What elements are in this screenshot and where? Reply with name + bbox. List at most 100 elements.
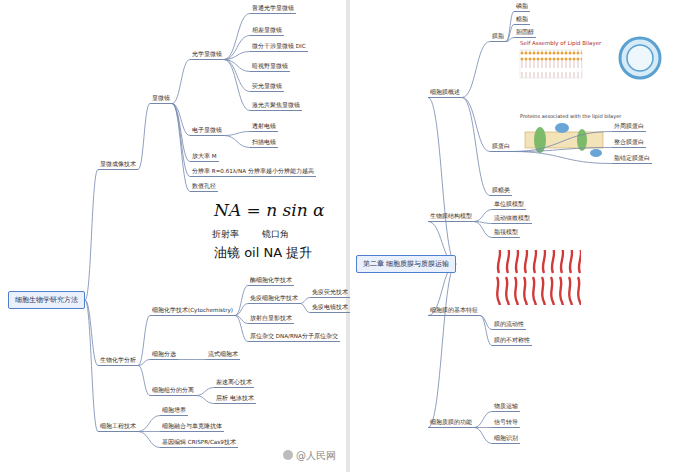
left-panel xyxy=(0,0,346,472)
topic-text: 显微成像技术 xyxy=(100,160,136,168)
membrane-protein-figure xyxy=(525,123,603,157)
topic-text: 放大率 M xyxy=(192,153,217,160)
topic-node: 层析 电泳技术 xyxy=(214,394,256,404)
topic-node: 细胞培养 xyxy=(160,406,188,416)
topic-node: 原位杂交 DNA/RNA分子原位杂交 xyxy=(248,332,340,342)
topic-node: 细胞质膜的功能 xyxy=(428,417,474,428)
branch-connector xyxy=(474,222,492,238)
topic-node: 信号转导 xyxy=(492,418,520,428)
topic-text: 第二章 细胞质膜与质膜运输 xyxy=(363,260,449,269)
topic-text: 物质运输 xyxy=(494,403,518,410)
topic-text: 整合膜蛋白 xyxy=(614,139,644,146)
topic-text: 相差显微镜 xyxy=(252,27,282,34)
topic-text: 原位杂交 DNA/RNA分子原位杂交 xyxy=(250,333,338,340)
branch-connector xyxy=(480,316,492,330)
topic-text: 膜糖类 xyxy=(492,187,510,194)
topic-text: 显微镜 xyxy=(152,95,170,102)
topic-text: 膜蛋白 xyxy=(492,143,510,150)
topic-text: 差速离心技术 xyxy=(216,379,252,386)
topic-node: 放射自显影技术 xyxy=(248,314,294,324)
liposome-figure xyxy=(620,38,660,78)
branch-connector xyxy=(138,316,150,366)
branch-connector xyxy=(85,300,98,366)
watermark: @人民网 xyxy=(296,449,336,463)
topic-node: 细胞组分的分离 xyxy=(150,386,196,396)
branch-connector xyxy=(428,98,456,265)
branch-connector xyxy=(196,396,214,404)
topic-text: 免疫电镜技术 xyxy=(312,304,348,311)
topic-text: 膜的不对称性 xyxy=(494,337,530,344)
branch-connector xyxy=(235,316,248,342)
handwritten-note: 镜口角 xyxy=(262,228,289,241)
topic-node: 暗视野显微镜 xyxy=(250,62,290,72)
topic-node: 光学显微镜 xyxy=(190,50,224,60)
branch-connector xyxy=(178,359,206,360)
topic-node: 膜的流动性 xyxy=(492,320,526,330)
branch-connector xyxy=(224,136,250,148)
lipid-bilayer-figure xyxy=(520,50,582,78)
topic-text: 细胞生物学研究方法 xyxy=(15,296,78,305)
topic-text: 细胞膜的基本特征 xyxy=(430,306,478,314)
topic-node: 荧光显微镜 xyxy=(250,82,284,92)
branch-connector xyxy=(474,412,492,428)
topic-text: 脂锚定膜蛋白 xyxy=(614,155,650,162)
right-panel xyxy=(350,0,690,472)
topic-node: 放大率 M xyxy=(190,152,219,162)
branch-connector xyxy=(300,304,310,313)
branch-connector xyxy=(224,60,250,111)
topic-node: 透射电镜 xyxy=(250,122,278,132)
branch-connector xyxy=(224,14,250,60)
branch-connector xyxy=(224,36,250,60)
topic-node: 微分干涉显微镜 DIC xyxy=(250,42,308,52)
topic-node: 电子显微镜 xyxy=(190,126,224,136)
topic-text: 激光共聚焦显微镜 xyxy=(252,102,300,109)
topic-node: 细胞融合与单克隆抗体 xyxy=(160,422,224,432)
branch-connector xyxy=(138,432,160,448)
branch-connector xyxy=(462,98,490,152)
branch-connector xyxy=(138,416,160,432)
figure-caption: Proteins associated with the lipid bilay… xyxy=(520,113,621,119)
topic-node: 单位膜模型 xyxy=(492,200,526,210)
topic-node: 分辨率 R=0.61λ/NA 分辨率越小分辨能力越高 xyxy=(190,167,316,177)
branch-connector xyxy=(85,300,98,432)
topic-text: 生物化学分析 xyxy=(100,356,136,364)
handwritten-note: NA = n sin α xyxy=(214,200,325,220)
topic-text: 荧光显微镜 xyxy=(252,83,282,90)
topic-text: 流动镶嵌模型 xyxy=(494,215,530,222)
branch-connector xyxy=(196,388,214,396)
topic-node: 生物化学分析 xyxy=(98,355,138,366)
topic-text: 放射自显影技术 xyxy=(250,315,292,322)
topic-node: 激光共聚焦显微镜 xyxy=(250,101,302,111)
topic-node: 流动镶嵌模型 xyxy=(492,214,532,224)
topic-node: 细胞膜概述 xyxy=(428,87,462,98)
topic-node: 基因编辑 CRISPR/Cas9技术 xyxy=(160,438,238,448)
topic-node: 细胞分选 xyxy=(150,350,178,360)
branch-connector xyxy=(506,12,514,42)
topic-node: 膜的不对称性 xyxy=(492,336,532,346)
branch-connector xyxy=(235,286,248,316)
topic-text: 脂筏模型 xyxy=(494,229,518,236)
topic-text: 细胞培养 xyxy=(162,407,186,414)
topic-text: 酶细胞化学技术 xyxy=(250,277,292,284)
topic-text: 光学显微镜 xyxy=(192,51,222,58)
topic-node: 磷脂 xyxy=(514,2,530,12)
topic-node: 细胞膜的基本特征 xyxy=(428,305,480,316)
topic-text: 透射电镜 xyxy=(252,123,276,130)
branch-connector xyxy=(138,104,150,170)
handwritten-note: 折射率 xyxy=(212,228,239,241)
topic-text: 暗视野显微镜 xyxy=(252,63,288,70)
topic-node: 免疫电镜技术 xyxy=(310,303,350,313)
topic-node: 膜糖类 xyxy=(490,186,512,196)
branch-connector xyxy=(474,210,492,222)
topic-node: 胆固醇 xyxy=(514,28,536,38)
topic-node: 细胞识别 xyxy=(492,434,520,444)
topic-text: 细胞分选 xyxy=(152,351,176,358)
branch-connector xyxy=(138,360,150,366)
branch-connector xyxy=(506,25,514,42)
topic-node: 糖脂 xyxy=(514,15,530,25)
topic-node: 相差显微镜 xyxy=(250,26,284,36)
topic-text: 糖脂 xyxy=(516,16,528,23)
topic-text: 免疫荧光技术 xyxy=(312,289,348,296)
